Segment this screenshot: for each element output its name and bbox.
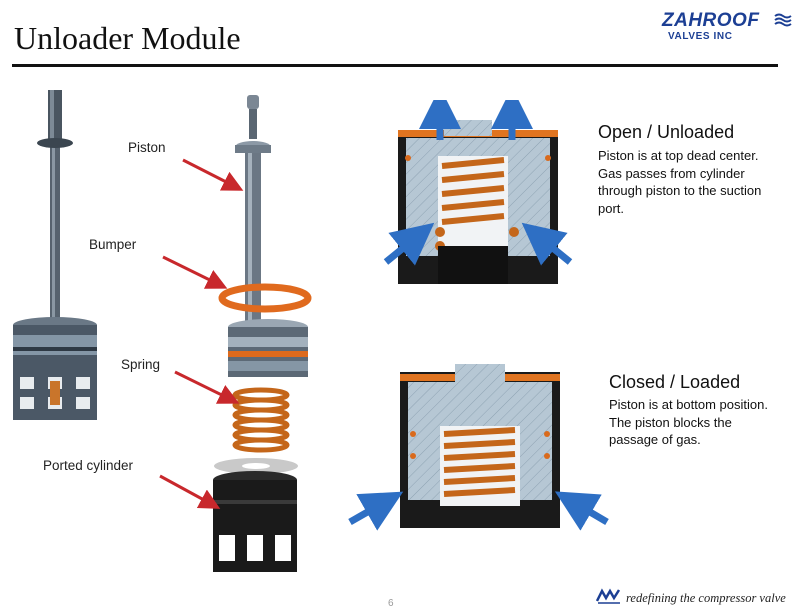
- label-piston: Piston: [128, 140, 166, 155]
- flow-arrow-blocked-left: [348, 491, 404, 531]
- open-state-section: [383, 100, 573, 284]
- closed-state-description: Piston is at bottom position. The piston…: [609, 397, 768, 447]
- title-divider: [12, 64, 778, 67]
- flow-arrow-blocked-right: [554, 491, 609, 531]
- closed-state-section: [348, 364, 609, 531]
- flow-arrow-in-right: [521, 222, 573, 266]
- brand-subtitle: VALVES INC: [668, 31, 733, 42]
- exploded-view: [213, 95, 312, 572]
- brand-name: ZAHROOF: [662, 10, 760, 31]
- footer-tagline: redefining the compressor valve: [626, 591, 786, 605]
- open-state-title: Open / Unloaded: [598, 122, 735, 142]
- arrow-to-bumper: [162, 255, 228, 289]
- flow-arrow-in-left: [383, 222, 435, 266]
- label-spring: Spring: [121, 357, 161, 372]
- spring-coil: [232, 387, 290, 453]
- page-title: Unloader Module: [14, 20, 241, 56]
- arrow-to-spring: [174, 370, 240, 404]
- label-bumper: Bumper: [89, 237, 137, 252]
- zv-logo-icon: [596, 588, 621, 604]
- arrow-to-piston: [182, 158, 244, 191]
- label-ported-cylinder: Ported cylinder: [43, 458, 134, 473]
- arrow-to-cylinder: [159, 474, 221, 509]
- open-state-description: Piston is at top dead center. Gas passes…: [598, 148, 762, 216]
- page-number: 6: [388, 598, 394, 609]
- wave-lines-icon: [774, 13, 792, 27]
- closed-state-title: Closed / Loaded: [609, 372, 741, 392]
- assembled-unloader: [13, 90, 97, 420]
